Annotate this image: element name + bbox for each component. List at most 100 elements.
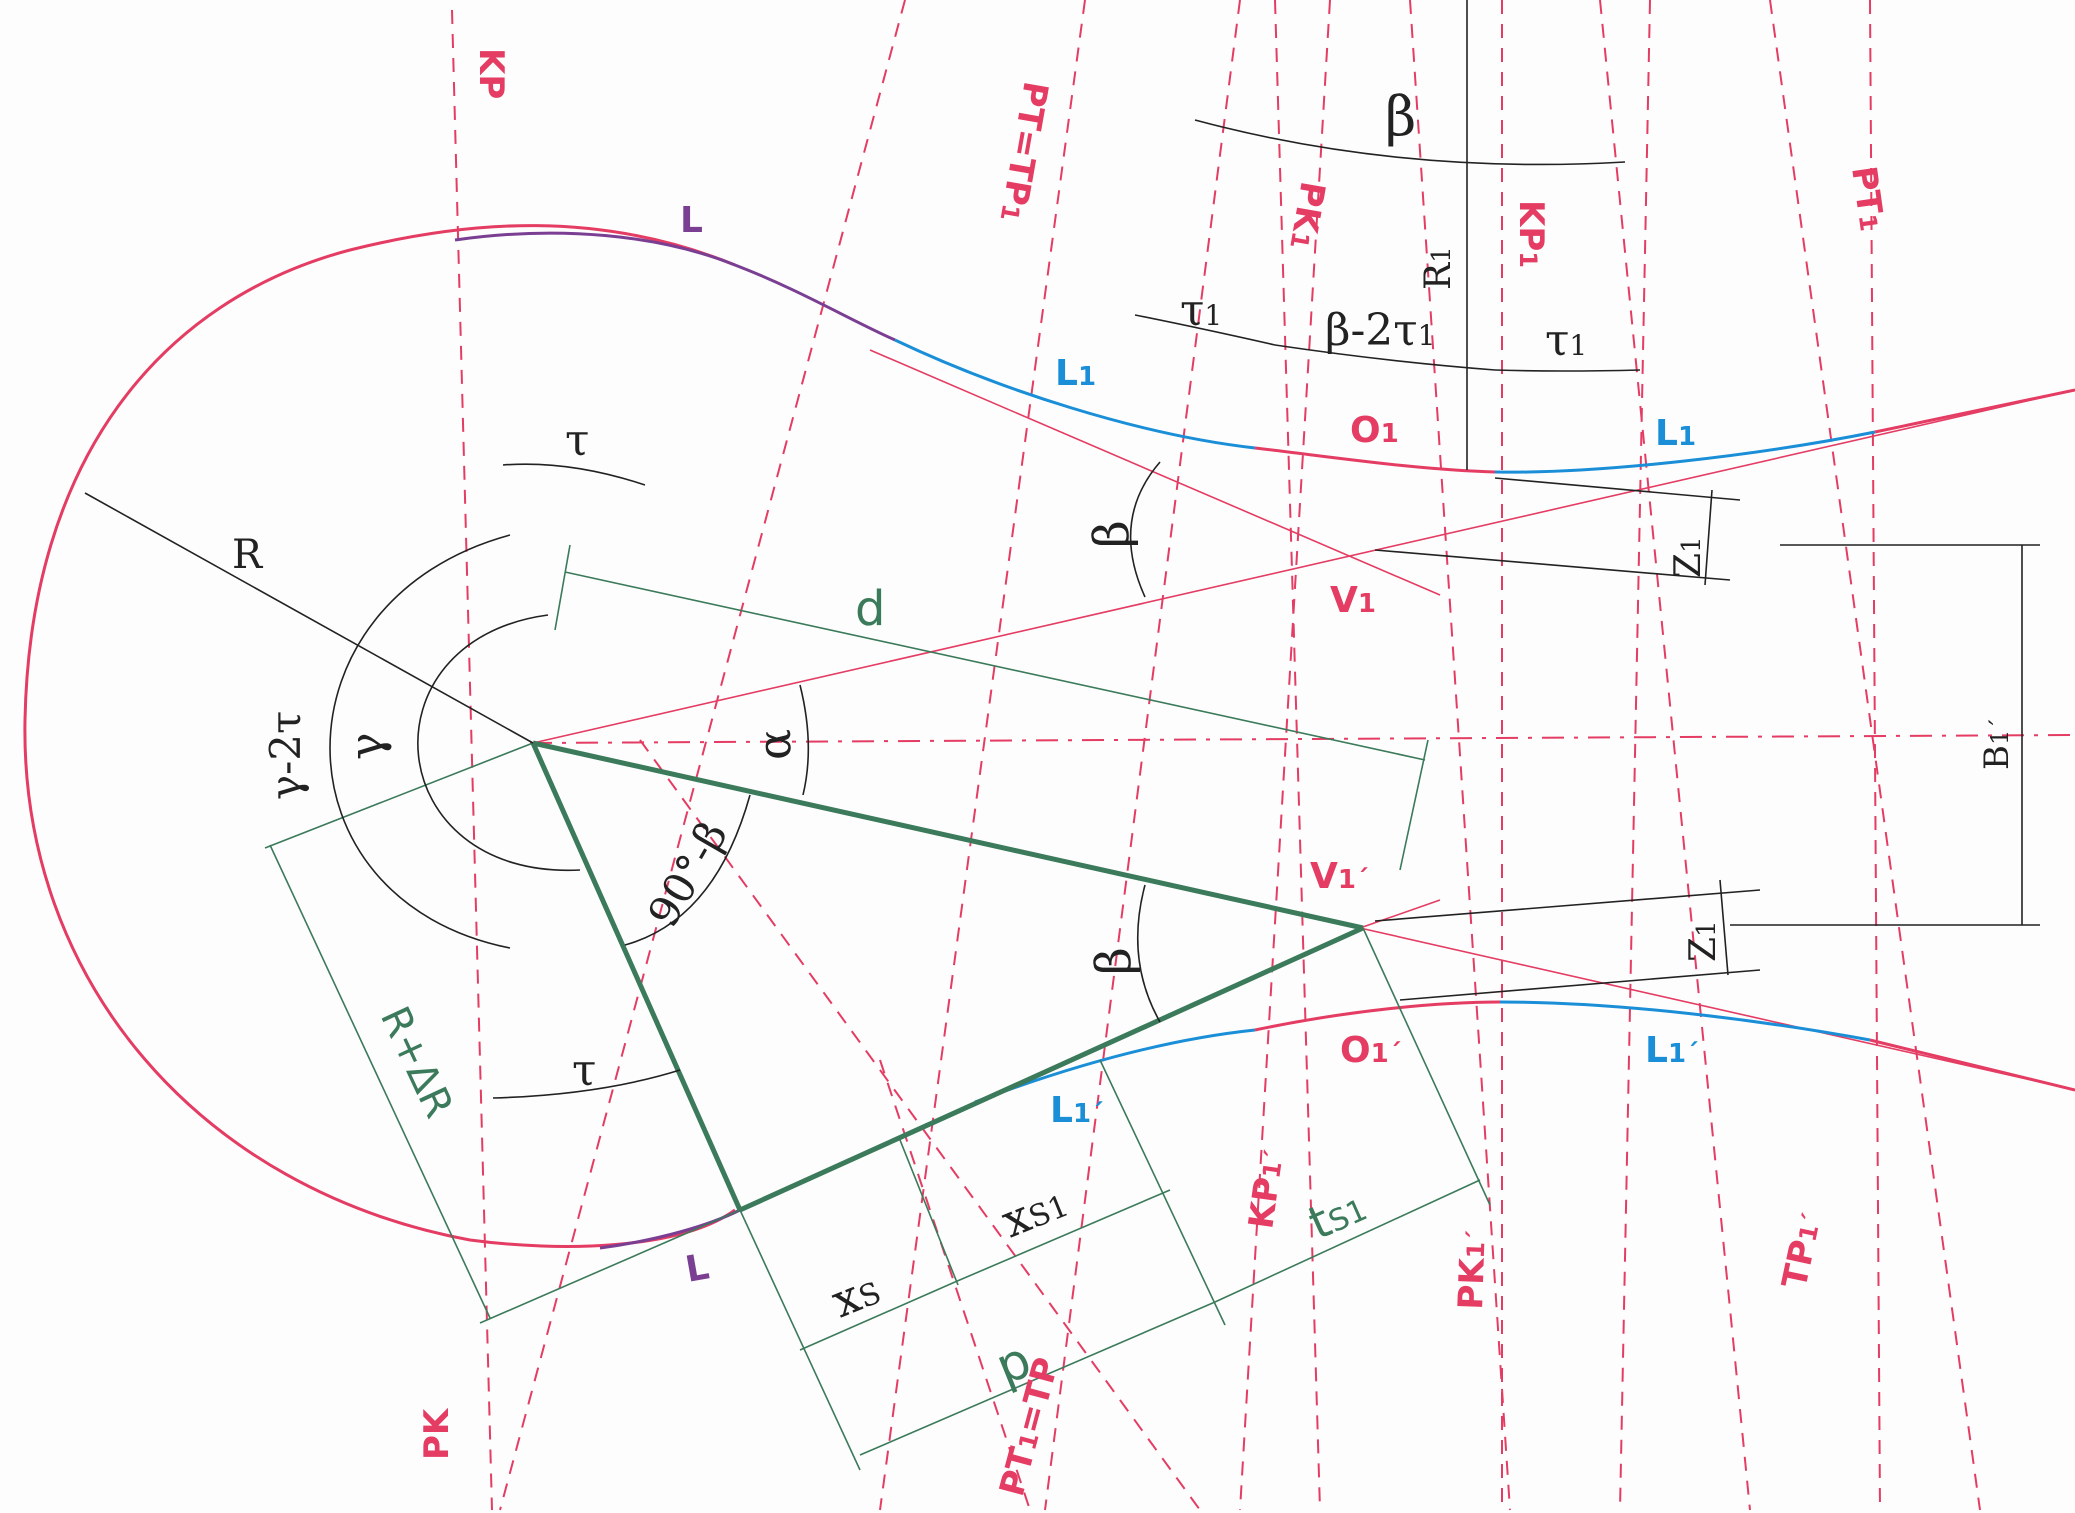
tangent-to-v1 (869, 349, 1441, 596)
dim-d (564, 571, 1426, 761)
triangle-side-bottom (738, 925, 1365, 1213)
label-alpha: α (747, 729, 801, 760)
arc-tau1-right (1494, 369, 1641, 372)
label-o1: O1 (1350, 410, 1399, 451)
arc-tau (502, 463, 646, 486)
label-gamma: γ (339, 733, 393, 761)
label-r-plus-dr: R+ΔR (371, 1000, 462, 1125)
z1-top-b (1374, 549, 1731, 581)
line-pt1-tp (879, 1059, 1031, 1511)
dim-r-dr-ext-bottom (479, 1209, 741, 1324)
arc-90-beta (624, 794, 751, 946)
line-tp1p (1599, 0, 1751, 1511)
label-tau-top: τ (565, 415, 589, 466)
arc-gamma-2tau (329, 534, 511, 949)
dim-p (859, 1301, 1216, 1456)
z1-bottom-dim (1719, 879, 1729, 976)
curve-lower-o1p (1254, 1000, 1501, 1032)
arc-gamma (417, 614, 581, 871)
dim-xs-ext (899, 1139, 959, 1286)
arc-tau1-left (1134, 314, 1276, 346)
curve-lower-blue-right (1499, 1000, 1871, 1042)
label-tp1p: TP1´ (1775, 1208, 1830, 1291)
line-extra-c (1619, 0, 1651, 1511)
label-kp1: KP1 (1511, 200, 1551, 268)
labels: KP PK PT=TP1 PK1 KP1 PT1 PT1=TP KP1´ PK1… (232, 48, 2017, 1500)
label-ts1: tS1 (1301, 1178, 1374, 1250)
label-o1p: O1´ (1340, 1030, 1402, 1071)
label-v1p: V1´ (1310, 856, 1369, 897)
label-tau1-right: τ1 (1545, 315, 1587, 366)
label-kp: KP (471, 48, 511, 99)
arc-beta-mid (1129, 461, 1161, 598)
label-v1: V1 (1330, 580, 1376, 621)
dim-r-dr-ext-top (264, 742, 534, 849)
arc-beta-2tau1 (1274, 344, 1496, 371)
label-pk1p: PK1´ (1451, 1229, 1494, 1310)
label-xs: xS (824, 1261, 887, 1328)
label-beta-2tau1: β-2τ1 (1325, 305, 1435, 356)
z1-top-a (1494, 477, 1741, 501)
triangle-side-left (530, 741, 743, 1212)
label-pt1: PT1 (1843, 164, 1892, 234)
curve-upper-blue-right (1494, 430, 1876, 474)
label-pt-tp1: PT=TP1 (992, 78, 1056, 224)
dim-xs1 (954, 1189, 1171, 1283)
tangent-lines (532, 349, 2075, 1091)
label-tau-bottom: τ (572, 1045, 596, 1096)
dark-dimensions (84, 0, 2040, 1099)
label-beta-mid: β (1084, 520, 1140, 548)
label-gamma-2tau: γ-2τ (261, 711, 310, 800)
label-90-beta: 90°-β (638, 813, 737, 935)
label-z1-top: Z1 (1668, 536, 1709, 578)
label-b1p: B1´ (1977, 718, 2017, 770)
label-l-bottom: L (682, 1247, 712, 1291)
label-l1-top: L1 (1055, 353, 1096, 394)
label-d: d (855, 581, 885, 637)
dim-p-ext-left (739, 1209, 861, 1471)
label-l1p-left: L1´ (1050, 1090, 1104, 1131)
line-extra-b (1239, 0, 1331, 1511)
label-r1: R1 (1418, 246, 1459, 290)
label-beta-low: β (1086, 947, 1142, 975)
curve-lower-exit (1869, 1038, 2075, 1092)
arc-alpha (799, 684, 810, 796)
line-extra-a (879, 0, 1086, 1511)
track-curves (23, 224, 2075, 1250)
label-l-top: L (680, 200, 703, 241)
label-l1-right: L1 (1655, 413, 1696, 454)
line-pk1p-lower (1409, 0, 1511, 1511)
label-pk1: PK1 (1281, 178, 1332, 252)
line-pt-tp1 (499, 0, 906, 1511)
label-z1-bottom: Z1 (1683, 920, 1724, 962)
dim-r-dr (269, 844, 491, 1319)
reference-lines (451, 0, 2075, 1511)
line-kp1p (1274, 0, 1321, 1511)
line-pk1 (1044, 0, 1241, 1511)
curve-upper-blue (894, 338, 1256, 450)
label-pk: PK (417, 1407, 457, 1460)
tangent-lower-b (1359, 899, 1441, 929)
label-tau1-left: τ1 (1180, 285, 1222, 336)
label-r: R (232, 532, 264, 578)
dim-ts1-ext-right (1362, 927, 1491, 1206)
label-beta-top: β (1385, 85, 1416, 148)
label-xs1: xS1 (994, 1174, 1075, 1249)
arc-beta-top (1194, 119, 1626, 166)
dim-ts1 (1214, 1179, 1481, 1303)
dim-xs (799, 1281, 956, 1351)
curve-upper-exit (1874, 388, 2075, 434)
line-extra-d (1869, 0, 1881, 1511)
line-kp (451, 9, 493, 1511)
triangle-side-top (532, 740, 1364, 931)
label-kp1p: KP1´ (1241, 1146, 1292, 1231)
green-dimensions (264, 544, 1491, 1471)
z1-top-dim (1704, 489, 1713, 586)
curve-lower-purple (599, 1208, 741, 1250)
construction-triangle (530, 740, 1365, 1213)
tangent-lower (1359, 927, 2075, 1091)
z1-bottom-a (1374, 889, 1761, 922)
z1-bottom-b (1399, 969, 1761, 1001)
